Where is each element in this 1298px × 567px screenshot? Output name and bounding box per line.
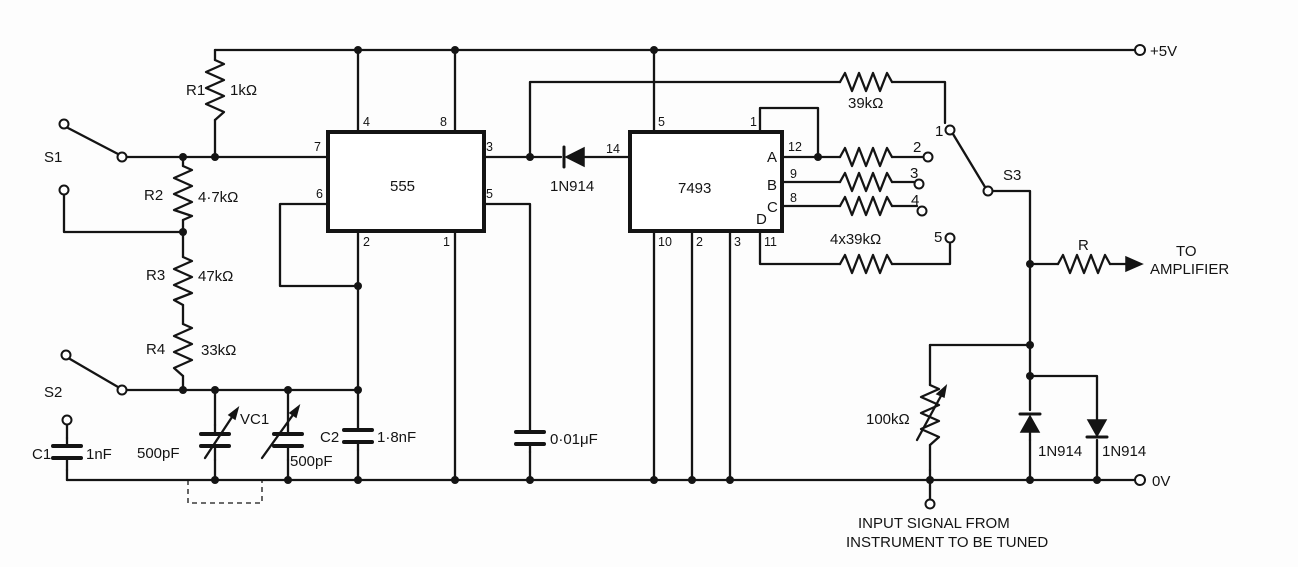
junctions (179, 46, 1101, 484)
switch-s3-position-4: 4 (911, 192, 919, 209)
resistor-r2-value: 4·7kΩ (198, 189, 238, 206)
resistor-r2-name: R2 (144, 187, 163, 204)
switch-s1 (58, 118, 128, 196)
input-note-line-1: INPUT SIGNAL FROM (858, 515, 1010, 532)
capacitor-c2-value: 1·8nF (377, 429, 416, 446)
resistor-r1 (204, 58, 226, 122)
resistor-r3-value: 47kΩ (198, 268, 233, 285)
switch-s3-position-1: 1 (935, 123, 943, 140)
output-arrow-icon (1125, 255, 1144, 273)
resistor-r1-value: 1kΩ (230, 82, 257, 99)
capacitor-c1-name: C1 (32, 446, 51, 463)
resistor-r4 (172, 322, 194, 378)
timer-pin-8: 8 (440, 115, 447, 129)
switch-s3-position-3: 3 (910, 165, 918, 182)
counter-pin-9: 9 (790, 167, 797, 181)
resistor-output (1056, 253, 1112, 275)
capacitor-c2-name: C2 (320, 429, 339, 446)
counter-output-a: A (767, 149, 777, 166)
resistor-r2 (172, 164, 194, 222)
capacitor-c1 (51, 414, 83, 472)
timer-pin-5: 5 (486, 187, 493, 201)
switch-s2-label: S2 (44, 384, 62, 401)
ground-terminal (1134, 474, 1146, 486)
switch-s3-position-5: 5 (934, 229, 942, 246)
resistor-r3-name: R3 (146, 267, 165, 284)
counter-pin-12: 12 (788, 140, 802, 154)
counter-pin-11: 11 (764, 235, 777, 249)
diode-right-label: 1N914 (1102, 443, 1146, 460)
resistor-r4-name: R4 (146, 341, 165, 358)
timer-555-chip: 555 4 8 7 6 3 5 2 1 (314, 115, 493, 249)
resistor-feedback-value: 39kΩ (848, 95, 883, 112)
timer-pin-7: 7 (314, 140, 321, 154)
input-note-line-2: INSTRUMENT TO BE TUNED (846, 534, 1048, 551)
resistor-ladder (838, 146, 894, 275)
variable-capacitor-vc1-value-left: 500pF (137, 445, 180, 462)
switch-s3 (913, 124, 994, 244)
diode-left-label: 1N914 (1038, 443, 1082, 460)
counter-pin-2: 2 (696, 235, 703, 249)
switch-s2 (60, 349, 128, 396)
wiring (62, 48, 1136, 502)
counter-output-b: B (767, 177, 777, 194)
variable-capacitor-vc1-name: VC1 (240, 411, 269, 428)
counter-pin-3: 3 (734, 235, 741, 249)
switch-s3-position-2: 2 (913, 139, 921, 156)
resistor-r4-value: 33kΩ (201, 342, 236, 359)
resistor-feedback (838, 71, 894, 93)
counter-pin-8: 8 (790, 191, 797, 205)
timer-pin-4: 4 (363, 115, 370, 129)
diode-main (562, 145, 585, 169)
switch-s1-label: S1 (44, 149, 62, 166)
resistor-tuning-pot (915, 383, 948, 510)
counter-7493-label: 7493 (678, 180, 711, 197)
capacitor-c2 (342, 428, 374, 452)
capacitor-control (514, 430, 546, 454)
diode-right (1085, 419, 1109, 439)
variable-capacitor-vc1-value-right: 500pF (290, 453, 333, 470)
supply-terminal (1134, 44, 1146, 56)
diode-left (1018, 412, 1042, 442)
supply-label: +5V (1150, 43, 1177, 60)
timer-pin-3: 3 (486, 140, 493, 154)
resistor-r3 (172, 255, 194, 307)
ground-label: 0V (1152, 473, 1170, 490)
counter-pin-10: 10 (658, 235, 672, 249)
output-amplifier-label: AMPLIFIER (1150, 261, 1229, 278)
resistor-ladder-value: 4x39kΩ (830, 231, 881, 248)
counter-pin-1: 1 (750, 115, 757, 129)
timer-pin-6: 6 (316, 187, 323, 201)
counter-output-c: C (767, 199, 778, 216)
resistor-r1-name: R1 (186, 82, 205, 99)
output-to-label: TO (1176, 243, 1197, 260)
variable-capacitor-vc1 (187, 404, 304, 504)
resistor-tuning-pot-value: 100kΩ (866, 411, 910, 428)
timer-pin-1: 1 (443, 235, 450, 249)
capacitor-c1-value: 1nF (86, 446, 112, 463)
timer-555-label: 555 (390, 178, 415, 195)
counter-7493-chip: 7493 5 1 14 12 9 8 11 10 2 3 A B C D (606, 115, 802, 249)
timer-pin-2: 2 (363, 235, 370, 249)
counter-pin-5: 5 (658, 115, 665, 129)
capacitor-control-value: 0·01μF (550, 431, 598, 448)
switch-s3-label: S3 (1003, 167, 1021, 184)
counter-output-d: D (756, 211, 767, 228)
resistor-output-label: R (1078, 237, 1089, 254)
diode-main-label: 1N914 (550, 178, 594, 195)
counter-pin-14: 14 (606, 142, 620, 156)
